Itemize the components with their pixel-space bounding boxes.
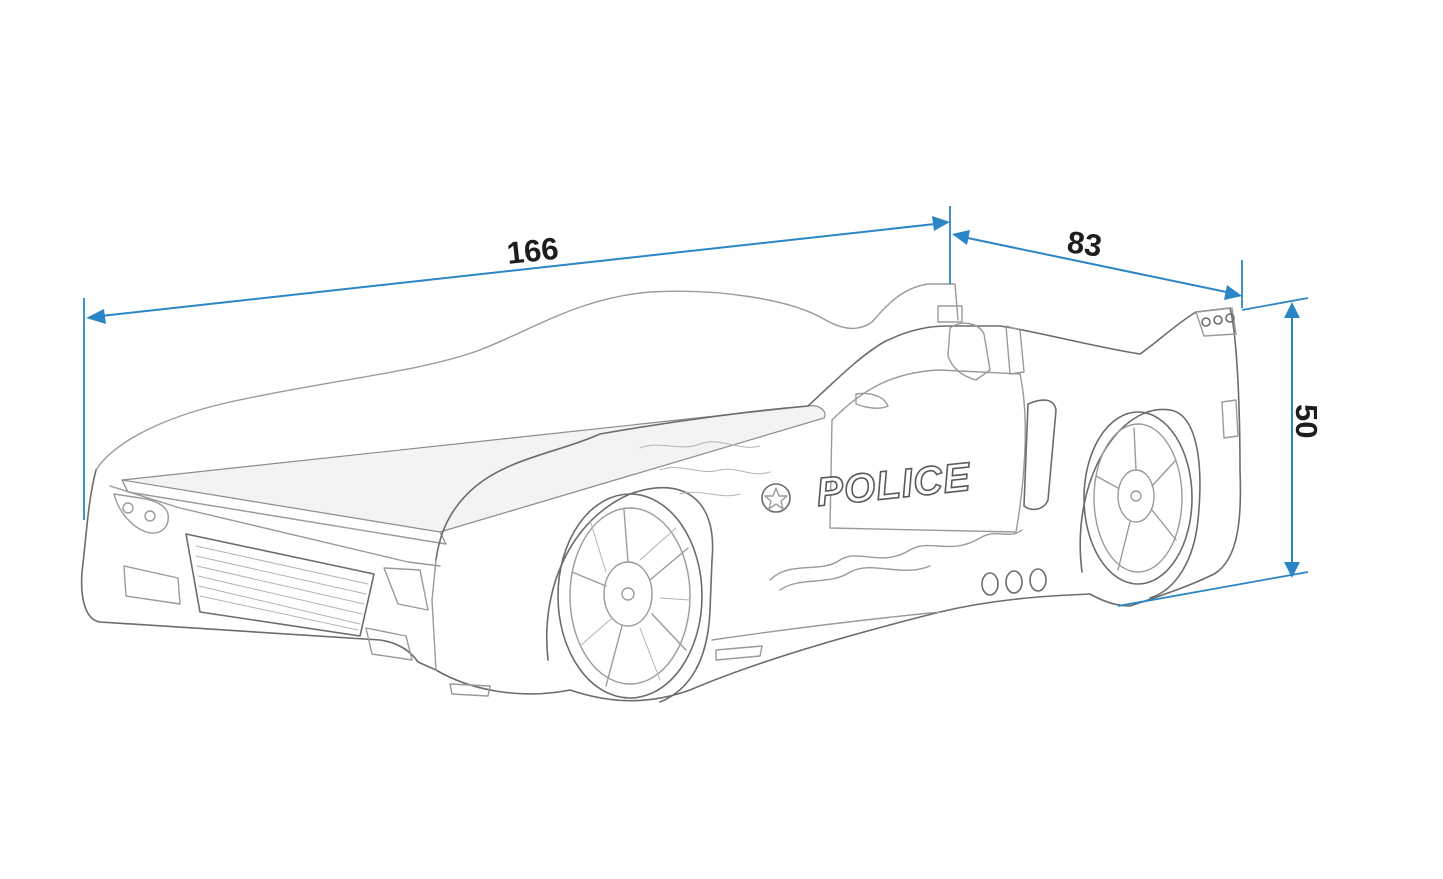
front-grille	[185, 533, 375, 637]
front-left-headlight	[113, 493, 169, 534]
front-lower-intake-left	[123, 565, 181, 605]
near-side-bottom	[435, 593, 1131, 702]
rear-wheel	[1083, 411, 1193, 585]
door-handle	[855, 392, 889, 409]
height-arrow-bottom	[1284, 562, 1300, 578]
width-label: 83	[1065, 224, 1104, 263]
front-wheel-arch	[546, 486, 714, 703]
front-wheel	[557, 493, 703, 699]
height-extension-top	[1241, 297, 1309, 311]
length-arrow-left	[86, 309, 106, 324]
side-exhaust	[981, 568, 1047, 596]
mattress-base	[121, 405, 826, 533]
police-star-badge-icon	[761, 483, 791, 513]
seat-headrest	[1005, 325, 1025, 375]
width-arrow-right	[1224, 285, 1242, 300]
front-right-headlight	[383, 567, 429, 611]
headlight-lens-left-2	[144, 510, 156, 522]
front-end-panel	[80, 469, 437, 671]
width-arrow-left	[952, 230, 970, 245]
near-side-body	[435, 307, 1242, 607]
length-label: 166	[505, 231, 560, 271]
dimension-annotations: 166 83 50	[83, 206, 1324, 607]
mattress-edge	[121, 479, 447, 545]
headboard-tab	[937, 305, 963, 323]
skirt-badge	[715, 645, 763, 661]
rear-lights	[1201, 313, 1235, 327]
rear-spoiler	[1195, 307, 1237, 337]
rear-wheel-arch	[1079, 408, 1201, 599]
rear-taillight	[1221, 399, 1239, 439]
seat-roll-bar	[947, 322, 991, 381]
police-decal-text: POLICE	[814, 455, 973, 515]
width-dimension-line	[957, 235, 1237, 295]
height-label: 50	[1289, 404, 1324, 438]
length-arrow-right	[932, 216, 950, 231]
front-bumper-vent	[449, 683, 491, 697]
car-bed-drawing: POLICE	[80, 283, 1242, 703]
front-end-top	[109, 485, 441, 567]
side-vent	[1023, 399, 1057, 511]
flame-decal	[769, 529, 1023, 591]
graffiti-decal	[639, 441, 771, 497]
grille-slats	[195, 545, 369, 631]
front-lower-intake-right	[365, 627, 413, 661]
headlight-lens-left	[122, 502, 134, 514]
length-dimension-line	[91, 222, 945, 318]
near-side-nose	[431, 559, 437, 671]
height-arrow-top	[1284, 302, 1300, 318]
height-extension-bottom	[1117, 571, 1309, 607]
side-skirt	[711, 611, 941, 641]
back-side-panel	[95, 283, 959, 471]
